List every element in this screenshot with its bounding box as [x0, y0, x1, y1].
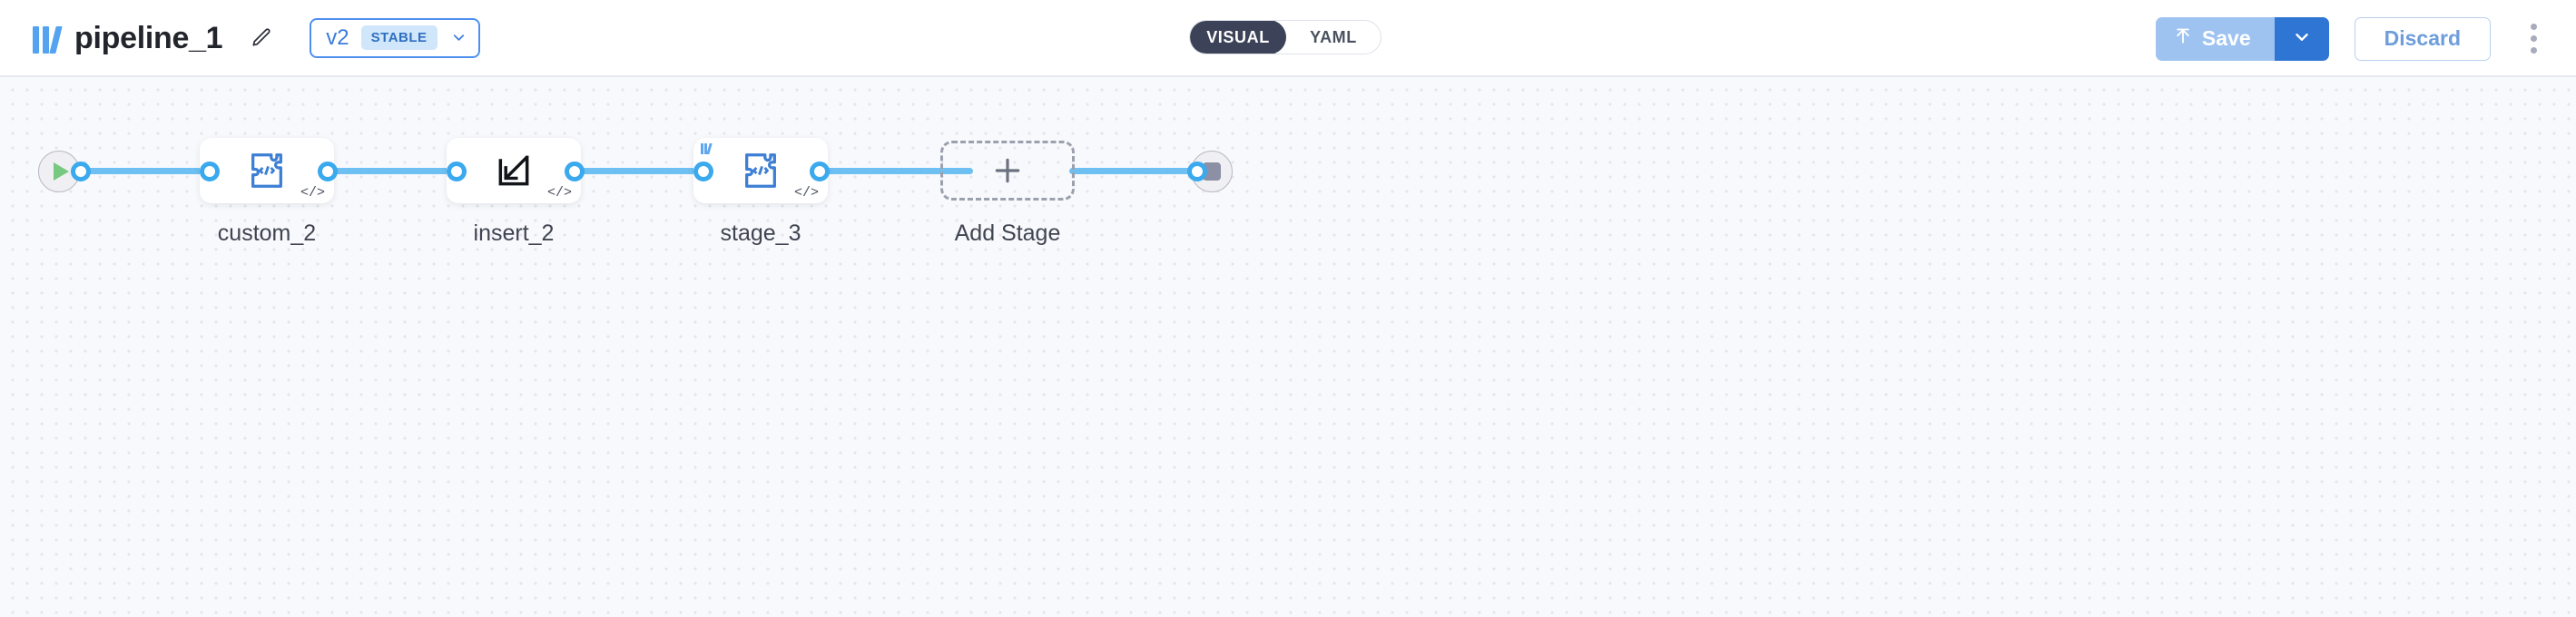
port-end-in[interactable]	[1187, 162, 1207, 181]
page-title: pipeline_1	[74, 20, 223, 55]
chevron-down-icon	[2292, 27, 2312, 50]
plus-icon	[995, 158, 1020, 183]
edge-addstage-to-end	[1069, 168, 1196, 174]
edge-stage3-to-addstage	[819, 168, 973, 174]
stage-node-stage-3[interactable]: </>	[693, 138, 828, 203]
edge-insert2-to-stage3	[574, 168, 703, 174]
discard-button[interactable]: Discard	[2354, 16, 2491, 61]
edge-start-to-custom2	[80, 168, 209, 174]
header-left-group: pipeline_1 v2 STABLE	[0, 17, 480, 58]
pipeline-logo-icon	[33, 23, 63, 54]
puzzle-code-icon	[251, 153, 282, 188]
port-start-out[interactable]	[71, 162, 91, 181]
pipeline-graph: </> custom_2 </> insert_2 </>	[0, 77, 1289, 349]
port-custom2-in[interactable]	[200, 162, 220, 181]
view-mode-toggle[interactable]: VISUAL YAML	[1189, 20, 1381, 54]
code-badge: </>	[300, 185, 325, 201]
pipeline-logo-icon	[701, 142, 713, 154]
header-right-group: Save Discard	[2155, 0, 2552, 77]
play-icon	[53, 162, 69, 181]
edge-custom2-to-insert2	[327, 168, 456, 174]
save-button-label: Save	[2201, 26, 2251, 50]
port-stage3-out[interactable]	[810, 162, 830, 181]
add-stage-label: Add Stage	[954, 220, 1061, 246]
insert-arrow-icon	[498, 155, 529, 186]
node-label-insert-2: insert_2	[473, 220, 555, 246]
app-header: pipeline_1 v2 STABLE VISUAL YAML	[0, 0, 2576, 77]
chevron-down-icon	[450, 29, 467, 46]
pipeline-canvas[interactable]: </> custom_2 </> insert_2 </>	[0, 77, 2576, 617]
save-dropdown-button[interactable]	[2274, 16, 2329, 61]
end-node[interactable]	[1191, 151, 1233, 192]
code-badge: </>	[546, 185, 572, 201]
kebab-menu-icon[interactable]	[2514, 17, 2552, 61]
status-badge: STABLE	[360, 25, 438, 50]
code-badge: </>	[793, 185, 819, 201]
pencil-icon[interactable]	[246, 23, 277, 54]
tab-visual[interactable]: VISUAL	[1190, 21, 1286, 54]
version-number: v2	[326, 24, 349, 50]
stage-node-insert-2[interactable]: </>	[447, 138, 581, 203]
port-insert2-in[interactable]	[447, 162, 467, 181]
port-stage3-in[interactable]	[693, 162, 713, 181]
upload-arrow-icon	[2174, 26, 2192, 52]
port-insert2-out[interactable]	[565, 162, 585, 181]
save-button-group: Save	[2155, 16, 2329, 61]
puzzle-code-icon	[745, 153, 776, 188]
stage-node-custom-2[interactable]: </>	[200, 138, 334, 203]
tab-yaml[interactable]: YAML	[1310, 27, 1357, 46]
node-label-custom-2: custom_2	[217, 220, 317, 246]
add-stage-button[interactable]	[940, 141, 1075, 201]
stop-icon	[1203, 162, 1221, 181]
node-label-stage-3: stage_3	[720, 220, 801, 246]
save-button[interactable]: Save	[2155, 16, 2275, 61]
port-custom2-out[interactable]	[318, 162, 338, 181]
version-selector[interactable]: v2 STABLE	[310, 17, 480, 58]
